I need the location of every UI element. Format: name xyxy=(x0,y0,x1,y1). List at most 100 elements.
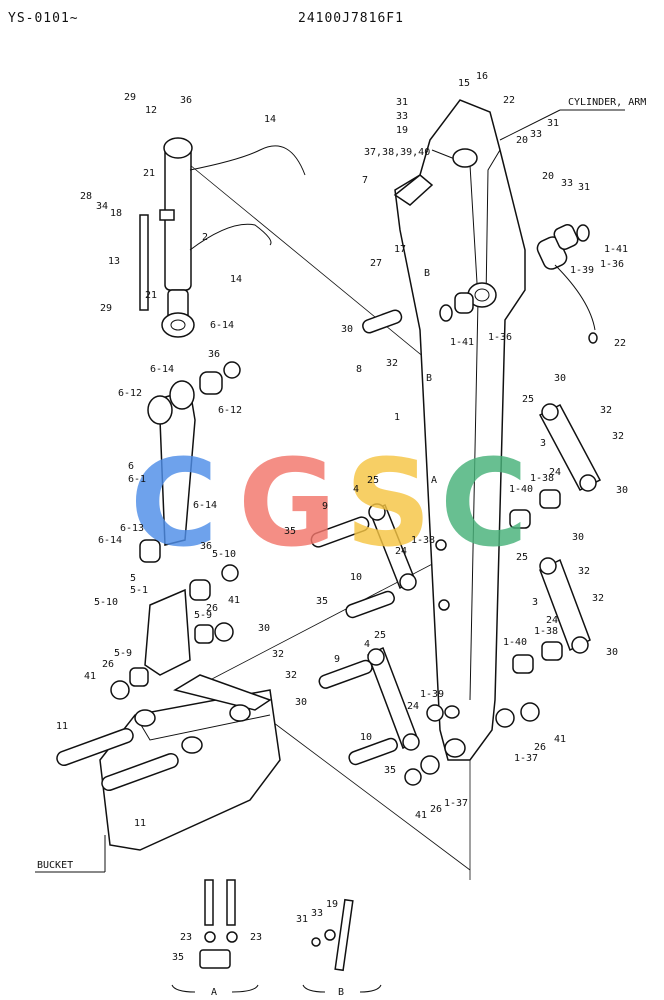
part-callout: 23 xyxy=(180,932,192,943)
part-callout: 25 xyxy=(522,394,534,405)
part-callout: 36 xyxy=(200,541,212,552)
watermark-letter-s: S xyxy=(345,435,431,574)
part-callout: 33 xyxy=(530,129,542,140)
part-callout: 21 xyxy=(145,290,157,301)
part-callout: 1-38 xyxy=(530,473,554,484)
part-callout: 6-1 xyxy=(128,474,146,485)
part-callout: 1-37 xyxy=(514,753,538,764)
part-callout: 31 xyxy=(547,118,559,129)
bucket-cylinder xyxy=(139,137,306,338)
part-callout: 25 xyxy=(374,630,386,641)
part-callout: 36 xyxy=(208,349,220,360)
part-callout: 6-14 xyxy=(210,320,234,331)
part-callout: 21 xyxy=(143,168,155,179)
part-callout: 41 xyxy=(228,595,240,606)
part-callout: 6-12 xyxy=(218,405,242,416)
part-callout: 30 xyxy=(606,647,618,658)
part-callout: 24 xyxy=(546,615,558,626)
part-callout: 11 xyxy=(56,721,68,732)
part-callout: 3 xyxy=(532,597,538,608)
part-callout: 5-10 xyxy=(212,549,236,560)
part-callout: 41 xyxy=(554,734,566,745)
part-callout: 1-39 xyxy=(570,265,594,276)
part-callout: 32 xyxy=(578,566,590,577)
caption-cylinder-arm: CYLINDER, ARM xyxy=(568,97,646,108)
bucket xyxy=(35,674,281,873)
part-callout: 6-14 xyxy=(193,500,217,511)
side-links-3 xyxy=(509,403,602,674)
part-callout: 35 xyxy=(284,526,296,537)
part-callout: 30 xyxy=(572,532,584,543)
part-callout: 9 xyxy=(322,501,328,512)
link-5 xyxy=(110,564,239,700)
part-callout: 1-40 xyxy=(503,637,527,648)
part-callout: 32 xyxy=(386,358,398,369)
detail-view-a xyxy=(171,879,259,993)
watermark: C G S C xyxy=(130,435,528,574)
part-callout: 35 xyxy=(172,952,184,963)
part-callout: 31 xyxy=(296,914,308,925)
part-callout: 1-40 xyxy=(509,484,533,495)
serial-range: YS-0101~ xyxy=(8,11,79,26)
part-callout: 5-1 xyxy=(130,585,148,596)
pins-9-10 xyxy=(310,309,540,786)
part-callout: 13 xyxy=(108,256,120,267)
part-callout: 30 xyxy=(616,485,628,496)
part-callout: 1-37 xyxy=(444,798,468,809)
part-callout: 30 xyxy=(295,697,307,708)
part-callout: 32 xyxy=(272,649,284,660)
part-callout: 26 xyxy=(430,804,442,815)
part-callout: 31 xyxy=(578,182,590,193)
part-callout: 32 xyxy=(600,405,612,416)
part-callout: 4 xyxy=(353,484,359,495)
part-callout: 10 xyxy=(350,572,362,583)
part-callout: 25 xyxy=(367,475,379,486)
part-callout: 17 xyxy=(394,244,406,255)
part-callout: 29 xyxy=(124,92,136,103)
part-callout: 11 xyxy=(134,818,146,829)
part-callout: 1-36 xyxy=(488,332,512,343)
part-callout: 22 xyxy=(503,95,515,106)
part-callout: 20 xyxy=(542,171,554,182)
part-callout: 1-36 xyxy=(600,259,624,270)
part-callout: 23 xyxy=(250,932,262,943)
part-callout: 6-14 xyxy=(150,364,174,375)
part-callout: 1-38 xyxy=(534,626,558,637)
part-callout: 32 xyxy=(592,593,604,604)
part-callout: 6-13 xyxy=(120,523,144,534)
part-callout: 12 xyxy=(145,105,157,116)
part-callout: 9 xyxy=(334,654,340,665)
part-callout: 5-9 xyxy=(194,610,212,621)
part-callout: 18 xyxy=(110,208,122,219)
part-callout: 26 xyxy=(206,603,218,614)
part-callout: 33 xyxy=(561,178,573,189)
drawing-number: 24100J7816F1 xyxy=(298,11,404,26)
part-callout: 41 xyxy=(415,810,427,821)
arm-body xyxy=(393,99,625,761)
part-callout: 35 xyxy=(316,596,328,607)
part-callout: 5-10 xyxy=(94,597,118,608)
part-callout: 22 xyxy=(614,338,626,349)
part-callout: 30 xyxy=(258,623,270,634)
links-4 xyxy=(367,503,420,751)
caption-bucket: BUCKET xyxy=(37,860,73,871)
part-callout: 15 xyxy=(458,78,470,89)
detail-view-b xyxy=(302,898,382,993)
part-callout: A xyxy=(431,475,437,486)
part-callout: 24 xyxy=(549,467,561,478)
caption-view-a: A xyxy=(211,987,217,998)
watermark-letter-g: G xyxy=(238,435,337,574)
part-callouts: 29123614212834182131421296-146-14366-126… xyxy=(56,71,628,963)
part-callout: 8 xyxy=(356,364,362,375)
part-callout: B xyxy=(426,373,432,384)
part-callout: 34 xyxy=(96,201,108,212)
part-callout: 41 xyxy=(84,671,96,682)
part-callout: 27 xyxy=(370,258,382,269)
part-callout: 24 xyxy=(395,546,407,557)
part-callout: 1-38 xyxy=(411,535,435,546)
part-callout: 16 xyxy=(476,71,488,82)
part-callout: 30 xyxy=(554,373,566,384)
arm-pins-bushings xyxy=(439,224,598,344)
